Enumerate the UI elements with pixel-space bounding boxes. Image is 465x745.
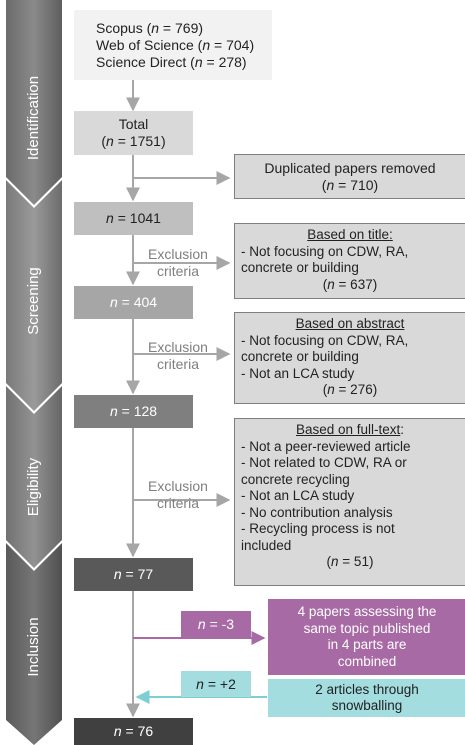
count-box-minus3: n = -3	[181, 611, 251, 638]
source-sd: Science Direct (n = 278)	[96, 53, 247, 70]
total-count: (n = 1751)	[101, 133, 166, 149]
source-scopus: Scopus (n = 769)	[96, 19, 204, 36]
abstract-criteria-line: - Not focusing on CDW, RA,	[241, 332, 409, 348]
stage-chevron-inclusion	[6, 543, 62, 745]
stage-chevron-eligibility	[6, 386, 62, 568]
title-criteria-heading: Based on title:	[307, 227, 393, 242]
count-box-plus2: n = +2	[181, 671, 251, 697]
fulltext-criteria-box: Based on full-text: - Not a peer-reviewe…	[234, 418, 465, 586]
abstract-criteria-line: - Not an LCA study	[241, 365, 355, 381]
fulltext-criteria-line: - Not an LCA study	[241, 488, 355, 503]
count-128: n = 128	[109, 403, 158, 419]
title-criteria-count: (n = 637)	[322, 276, 378, 292]
fulltext-criteria-line: concrete recycling	[241, 471, 350, 487]
count-minus3: n = -3	[197, 616, 235, 632]
title-criteria-line: - Not focusing on CDW, RA,	[241, 243, 409, 259]
title-criteria-box: Based on title: - Not focusing on CDW, R…	[234, 223, 465, 299]
count-box-76: n = 76	[74, 718, 193, 745]
count-box-404: n = 404	[74, 286, 193, 319]
fulltext-criteria-line: - Not related to CDW, RA or	[241, 455, 407, 470]
snowball-box: 2 articles through snowballing	[268, 679, 465, 717]
count-box-77: n = 77	[74, 558, 193, 591]
duplicates-label: Duplicated papers removed	[264, 159, 436, 176]
stage-chevron-identification	[6, 0, 62, 205]
total-label: Total	[118, 116, 149, 132]
fulltext-criteria-count: (n = 51)	[326, 554, 374, 569]
abstract-criteria-line: concrete or building	[241, 349, 359, 364]
fulltext-criteria-line: - Not a peer-reviewed article	[241, 438, 411, 454]
stage-chevron-screening	[6, 180, 62, 411]
duplicates-box: Duplicated papers removed (n = 710)	[234, 154, 465, 199]
count-box-128: n = 128	[74, 395, 193, 428]
count-76: n = 76	[113, 723, 154, 739]
count-plus2: n = +2	[196, 675, 236, 692]
combined-papers-box: 4 papers assessing the same topic publis…	[268, 599, 465, 675]
count-404: n = 404	[109, 294, 158, 310]
duplicates-count: (n = 710)	[321, 176, 379, 193]
abstract-criteria-box: Based on abstract - Not focusing on CDW,…	[234, 312, 465, 404]
fulltext-criteria-line: - No contribution analysis	[241, 504, 393, 520]
title-criteria-line: concrete or building	[241, 260, 359, 275]
abstract-criteria-heading: Based on abstract	[295, 316, 405, 331]
count-box-1041: n = 1041	[74, 202, 193, 235]
source-wos: Web of Science (n = 704)	[96, 36, 255, 53]
abstract-criteria-count: (n = 276)	[322, 382, 378, 397]
fulltext-criteria-line: included	[241, 537, 292, 553]
total-box: Total (n = 1751)	[74, 111, 193, 155]
stage-band	[6, 0, 62, 745]
fulltext-criteria-heading: Based on full-text:	[295, 422, 405, 437]
count-77: n = 77	[113, 566, 154, 582]
fulltext-criteria-line: - Recycling process is not	[241, 521, 395, 536]
sources-box: Scopus (n = 769) Web of Science (n = 704…	[74, 10, 272, 80]
count-1041: n = 1041	[106, 210, 161, 226]
